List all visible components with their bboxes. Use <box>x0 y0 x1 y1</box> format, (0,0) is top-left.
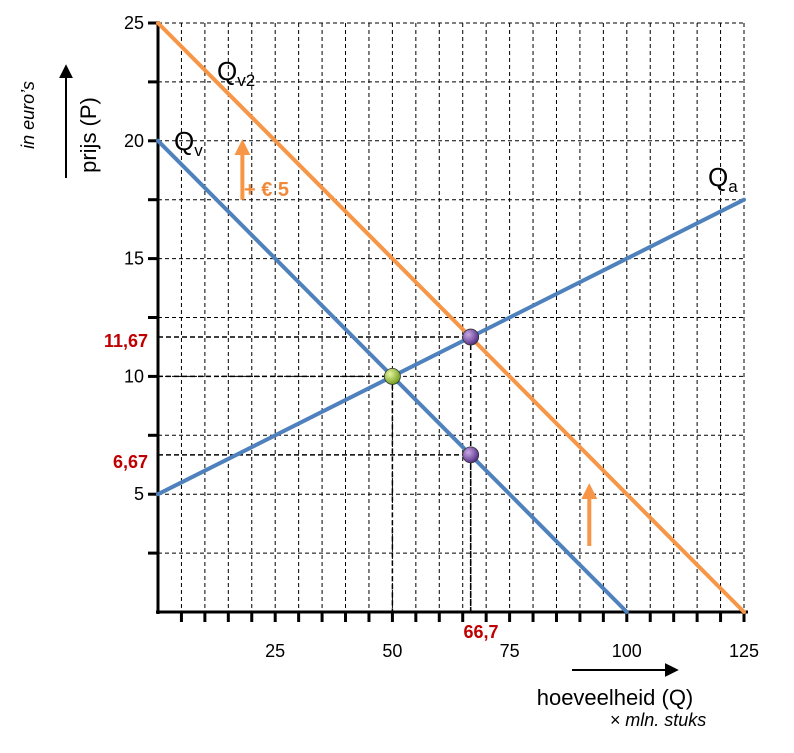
intersection-point <box>462 446 480 464</box>
y-tick-label: 20 <box>124 131 144 151</box>
intersection-point <box>383 367 401 385</box>
x-axis-title: hoeveelheid (Q) <box>537 685 694 710</box>
axes: 5 10 15 20 25 25 50 75 100 125 <box>124 13 759 661</box>
y-tick-label: 5 <box>134 484 144 504</box>
grid-lines <box>158 22 745 612</box>
equilibrium-points <box>383 328 480 464</box>
annotation-shift: + € 5 <box>244 179 289 201</box>
annotation-price-high: 11,67 <box>104 331 148 351</box>
y-tick-label: 10 <box>124 366 144 386</box>
annotation-quantity: 66,7 <box>463 622 498 642</box>
y-axis-title: prijs (P) <box>76 97 101 173</box>
label-qv: Qv <box>174 126 203 160</box>
label-qa: Qa <box>708 162 738 196</box>
shift-arrows <box>234 139 598 547</box>
x-tick-label: 50 <box>382 641 402 661</box>
x-tick-label: 125 <box>729 641 759 661</box>
y-axis-unit: in euro’s <box>18 81 38 149</box>
y-tick-label: 15 <box>124 249 144 269</box>
series-line-qv2 <box>156 21 746 614</box>
text-labels: 11,67 6,67 66,7 + € 5 Qv2 Qv Qa hoeveelh… <box>18 56 738 730</box>
label-qv2: Qv2 <box>217 56 255 90</box>
x-tick-label: 25 <box>265 641 285 661</box>
intersection-point <box>462 328 480 346</box>
x-axis-unit: × mln. stuks <box>610 710 707 730</box>
guide-lines <box>158 336 472 612</box>
x-tick-label: 100 <box>612 641 642 661</box>
x-tick-label: 75 <box>500 641 520 661</box>
annotation-price-low: 6,67 <box>113 452 148 472</box>
y-tick-label: 25 <box>124 13 144 33</box>
series-line-qa <box>156 197 746 497</box>
